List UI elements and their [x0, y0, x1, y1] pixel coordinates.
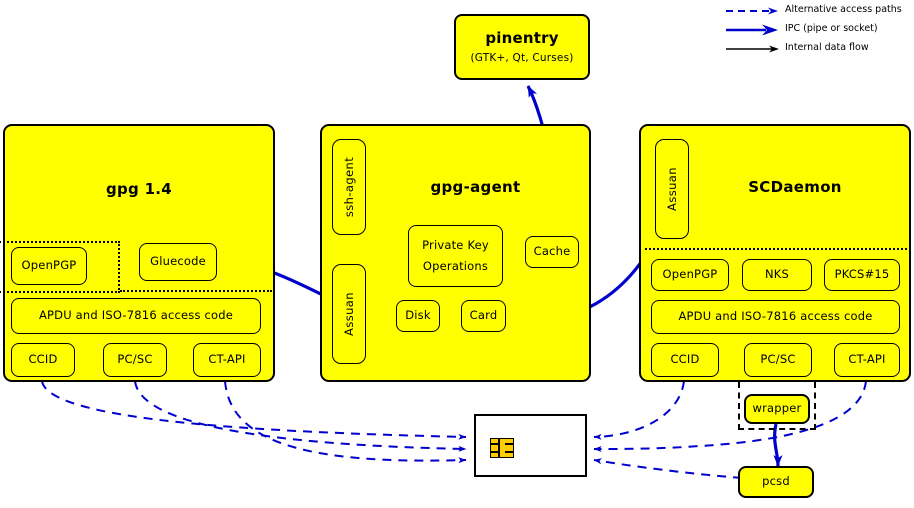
legend-art-black-arrow	[726, 45, 779, 53]
pko-line-1: Private Key	[422, 237, 489, 252]
gpg-agent-assuan-label: Assuan	[342, 292, 356, 336]
wrapper-box[interactable]: wrapper	[744, 394, 810, 424]
panel-gpg-agent-title: gpg-agent	[430, 178, 521, 196]
legend: Alternative access paths IPC (pipe or so…	[722, 2, 914, 58]
scdaemon-divider	[645, 248, 907, 250]
wrapper-region	[738, 382, 816, 430]
legend-item-internal-flow: Internal data flow	[722, 40, 914, 58]
scdaemon-assuan-label: Assuan	[665, 167, 679, 211]
gpg-agent-private-key-operations-box[interactable]: Private Key Operations	[408, 225, 503, 287]
edge-alt-scd-ctapi-to-card	[593, 380, 867, 452]
panel-scdaemon-title: SCDaemon	[748, 178, 842, 196]
gpg-card-driver-region	[0, 241, 120, 293]
scdaemon-driver-nks[interactable]: NKS	[742, 259, 812, 291]
legend-label-alt-paths: Alternative access paths	[785, 4, 902, 15]
edge-alt-gpg-ctapi-to-card	[224, 380, 467, 464]
legend-label-ipc: IPC (pipe or socket)	[785, 23, 878, 34]
smartcard-chip-icon	[490, 438, 514, 458]
edge-alt-gpg-pcsc-to-card	[134, 380, 467, 452]
gpg-reader-pcsc[interactable]: PC/SC	[103, 343, 167, 377]
gpg-agent-disk-box[interactable]: Disk	[396, 300, 440, 332]
legend-item-alt-paths: Alternative access paths	[722, 2, 914, 20]
scdaemon-assuan-box[interactable]: Assuan	[655, 139, 689, 239]
edge-ipc-wrapper-to-pcsd	[773, 423, 783, 467]
gpg-card-driver-region-extension	[120, 290, 272, 292]
gpg-agent-card-box[interactable]: Card	[461, 300, 506, 332]
scdaemon-reader-ctapi[interactable]: CT-API	[834, 343, 900, 377]
gpg-agent-assuan-box[interactable]: Assuan	[332, 264, 366, 364]
gpg-apdu-box[interactable]: APDU and ISO-7816 access code	[11, 298, 261, 334]
legend-art-dashed-arrow	[726, 7, 778, 15]
scdaemon-reader-ccid[interactable]: CCID	[651, 343, 719, 377]
edge-alt-gpg-ccid-to-card	[41, 380, 467, 440]
pinentry-subtitle: (GTK+, Qt, Curses)	[470, 52, 574, 65]
legend-art-solid-blue-arrow	[726, 24, 778, 36]
pinentry-box[interactable]: pinentry (GTK+, Qt, Curses)	[454, 14, 590, 80]
gpg-openpgp-box[interactable]: OpenPGP	[11, 247, 87, 285]
edge-alt-scd-ccid-to-card	[593, 380, 685, 440]
pcsd-box[interactable]: pcsd	[738, 466, 814, 498]
gpg-reader-ccid[interactable]: CCID	[11, 343, 75, 377]
scdaemon-driver-openpgp[interactable]: OpenPGP	[651, 259, 729, 291]
gpg-gluecode-box[interactable]: Gluecode	[139, 243, 217, 281]
gpg-agent-ssh-agent-label: ssh-agent	[342, 156, 356, 218]
pinentry-title: pinentry	[485, 28, 559, 47]
gpg-reader-ctapi[interactable]: CT-API	[193, 343, 261, 377]
legend-item-ipc: IPC (pipe or socket)	[722, 21, 914, 39]
scdaemon-reader-pcsc[interactable]: PC/SC	[744, 343, 812, 377]
legend-label-internal-flow: Internal data flow	[785, 42, 869, 53]
gpg-agent-cache-box[interactable]: Cache	[525, 236, 579, 268]
smartcard[interactable]	[474, 414, 587, 477]
pko-line-2: Operations	[422, 259, 489, 273]
gpg-agent-ssh-agent-box[interactable]: ssh-agent	[332, 139, 366, 235]
scdaemon-apdu-box[interactable]: APDU and ISO-7816 access code	[651, 300, 900, 334]
scdaemon-driver-pkcs15[interactable]: PKCS#15	[824, 259, 900, 291]
panel-gpg14-title: gpg 1.4	[105, 180, 173, 198]
edge-alt-pcsd-to-card	[593, 458, 743, 479]
